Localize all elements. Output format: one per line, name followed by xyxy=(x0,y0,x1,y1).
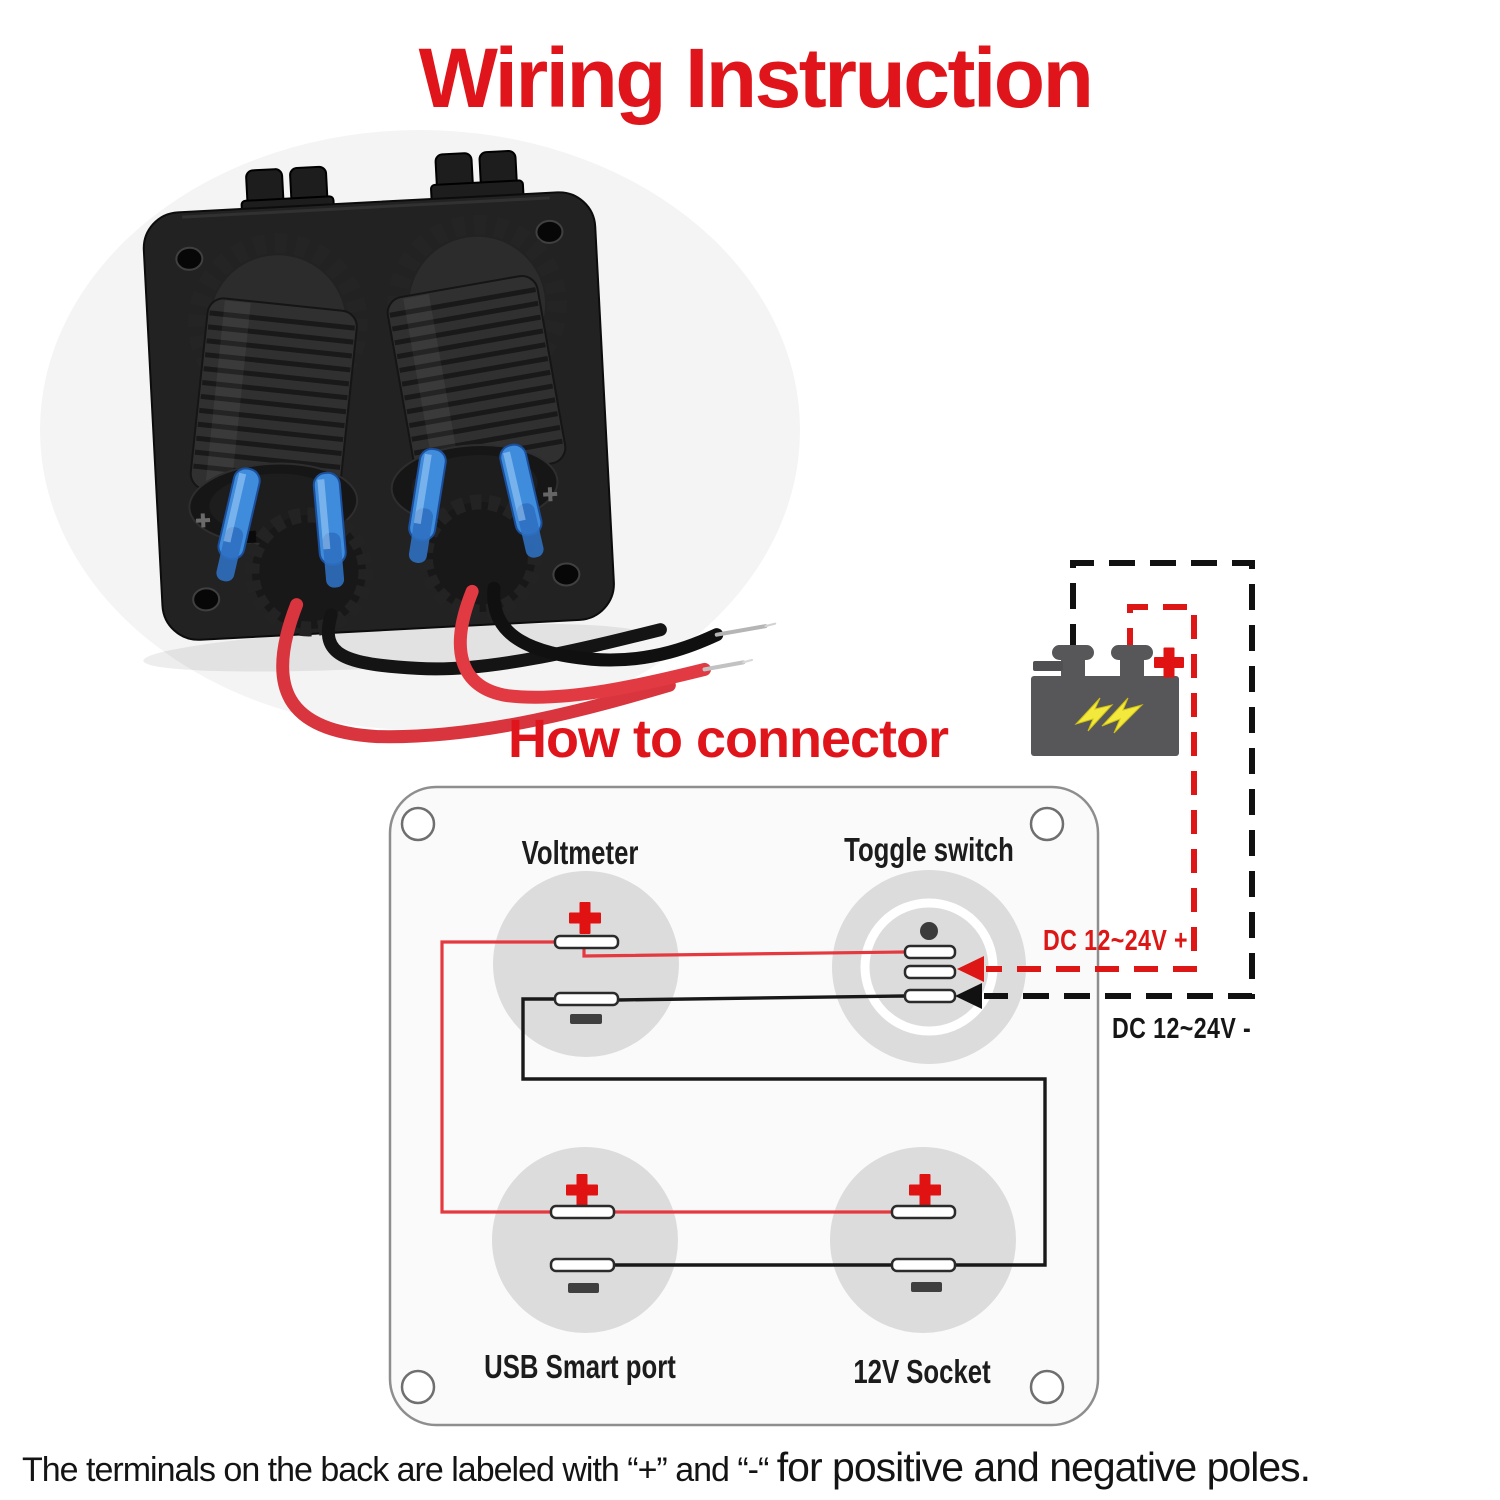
diagram-screw-holes xyxy=(400,806,1065,1405)
usb-plus-icon xyxy=(566,1174,598,1206)
battery-negative-dashed-wire xyxy=(984,560,1255,999)
voltmeter-negative-terminal xyxy=(553,991,620,1007)
plate-screw-holes xyxy=(175,219,581,612)
toggle-terminal-middle xyxy=(903,964,957,980)
12v-socket-label: 12V Socket xyxy=(853,1353,991,1390)
voltmeter-positive-terminal xyxy=(553,934,620,950)
positive-wire-run xyxy=(440,940,894,1214)
usb-negative-terminal xyxy=(549,1257,616,1273)
footer-caption-part1: The terminals on the back are labeled wi… xyxy=(22,1451,777,1489)
dc-negative-label: DC 12~24V - xyxy=(1112,1013,1252,1045)
lightning-bolt-icon xyxy=(1074,697,1144,734)
socket-plus-icon xyxy=(909,1174,941,1206)
battery-plus-icon xyxy=(1154,647,1184,678)
negative-arrow-icon xyxy=(955,983,982,1009)
terminal-bars xyxy=(549,934,957,1273)
voltmeter-label: Voltmeter xyxy=(521,834,639,871)
plus-mark-icon xyxy=(195,513,211,528)
diagram-wires xyxy=(440,940,1047,1267)
voltmeter-minus-icon xyxy=(570,1014,602,1024)
plus-icons xyxy=(566,902,941,1206)
plus-mark-icon xyxy=(543,487,558,502)
toggle-terminal-bottom xyxy=(903,988,957,1004)
socket-negative-terminal xyxy=(890,1257,957,1273)
page-title: Wiring Instruction xyxy=(418,31,1094,125)
voltmeter-plus-icon xyxy=(569,902,601,934)
battery-minus-icon xyxy=(1033,661,1063,671)
socket-barrel-right xyxy=(386,214,568,527)
minus-icons xyxy=(568,1014,942,1293)
footer-caption: The terminals on the back are labeled wi… xyxy=(22,1444,1311,1490)
toggle-terminal-top xyxy=(903,944,957,960)
product-photo xyxy=(40,130,800,744)
blue-crimp-connectors xyxy=(216,443,544,588)
negative-wire-run xyxy=(521,997,1047,1267)
socket-positive-terminal xyxy=(890,1204,957,1220)
positive-arrow-icon xyxy=(957,956,984,982)
usb-port-circle xyxy=(492,1147,678,1333)
usb-minus-icon xyxy=(568,1283,599,1293)
positive-wire-toggle xyxy=(582,947,906,958)
diagram-panel xyxy=(388,785,1100,1427)
footer-caption-part2: for positive and negative poles. xyxy=(776,1444,1311,1490)
negative-wire-toggle xyxy=(616,994,906,1002)
section-subtitle: How to connector xyxy=(508,709,949,769)
dc-positive-label: DC 12~24V + xyxy=(1043,925,1188,957)
usb-positive-terminal xyxy=(549,1204,616,1220)
battery-icon xyxy=(1031,645,1184,756)
voltmeter-circle xyxy=(493,871,679,1057)
toggle-indicator-dot xyxy=(920,922,938,940)
socket-circle xyxy=(830,1147,1016,1333)
socket-minus-icon xyxy=(911,1282,942,1292)
usb-smart-port-label: USB Smart port xyxy=(484,1348,676,1385)
toggle-switch-label: Toggle switch xyxy=(844,831,1014,868)
photo-wires xyxy=(276,581,777,744)
